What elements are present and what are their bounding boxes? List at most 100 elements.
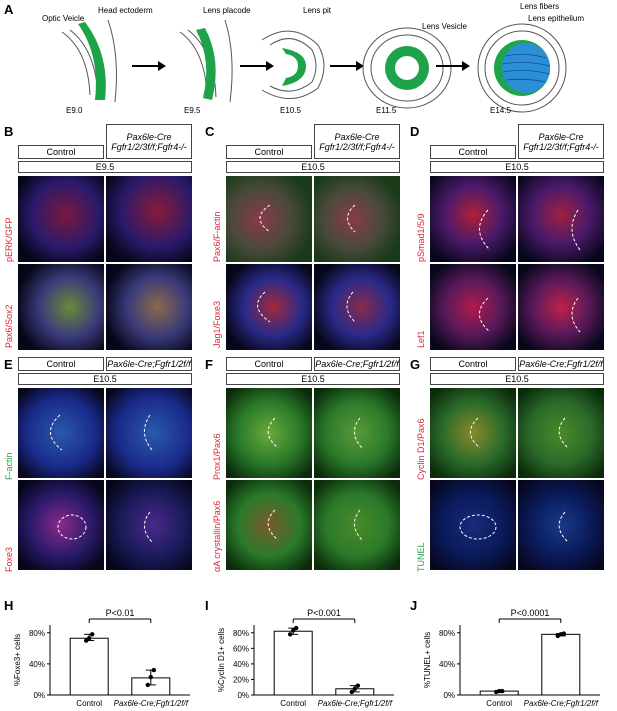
category-label: Control [76,699,102,708]
c-mutant-line2: Fgfr1/2/3f/f;Fgfr4-/- [319,141,395,152]
label-lens-placode: Lens placode [203,6,251,15]
label-lens-epithelium: Lens epithelium [528,14,585,23]
b-control-header: Control [18,145,104,159]
data-point [294,625,299,631]
f-micro-mutant-2 [314,480,400,570]
stage-e14-5: E14.5 [490,106,511,115]
bar [541,633,581,696]
category-label: Pax6le-Cre;Fgfr1/2f/f [114,699,189,708]
panel-label-a: A [4,2,14,17]
b-micro-control-2 [18,264,104,350]
data-point [291,628,296,633]
panel-label-d: D [410,124,420,139]
panel-label-i: I [205,598,209,613]
data-point [561,631,566,636]
b-micro-mutant-1 [106,176,192,262]
e-mutant-header: Pax6le-Cre;Fgfr1/2f/f [106,357,192,371]
g-stage-header: E10.5 [430,373,604,385]
g-micro-control-1 [430,388,516,478]
c-mutant-header: Pax6le-Cre Fgfr1/2/3f/f;Fgfr4-/- [314,124,400,159]
y-tick-label: 80% [233,629,249,638]
d-micro-mutant-1 [518,176,604,262]
d-micro-control-2 [430,264,516,350]
b-mutant-header: Pax6le-Cre Fgfr1/2/3f/f;Fgfr4-/- [106,124,192,159]
g-micro-control-2 [430,480,516,570]
e-micro-control-1 [18,388,104,478]
c-micro-control-1 [226,176,312,262]
label-lens-pit: Lens pit [303,6,332,15]
y-tick-label: 40% [439,660,455,669]
data-point [355,683,360,688]
y-tick-label: 60% [233,644,249,653]
data-point [87,636,92,641]
d-mutant-line2: Fgfr1/2/3f/f;Fgfr4-/- [523,141,599,152]
e-micro-mutant-2 [106,480,192,570]
d-stage-header: E10.5 [430,161,604,173]
g-micro-mutant-1 [518,388,604,478]
f-mutant-header: Pax6le-Cre;Fgfr1/2f/f [314,357,400,371]
y-tick-label: 0% [443,691,455,700]
panel-label-j: J [410,598,418,613]
f-stage-header: E10.5 [226,373,400,385]
category-label: Control [486,699,512,708]
d-mutant-header: Pax6le-Cre Fgfr1/2/3f/f;Fgfr4-/- [518,124,604,159]
data-point [145,682,150,688]
y-tick-label: 40% [29,660,45,669]
g-mutant-header: Pax6le-Cre;Fgfr1/2f/f [518,357,604,371]
data-point [148,674,153,680]
y-axis-label: %Cyclin D1+ cells [217,628,226,692]
c-control-header: Control [226,145,312,159]
y-axis-label: %TUNEL+ cells [423,632,432,688]
d-mutant-line1: Pax6le-Cre [538,131,584,142]
e-micro-control-2 [18,480,104,570]
p-value-label: P<0.01 [106,608,135,618]
lens-development-schematic [61,19,567,113]
data-point [352,686,357,691]
y-tick-label: 20% [233,675,249,684]
c-micro-control-2 [226,264,312,350]
y-tick-label: 80% [29,629,45,638]
bar [273,630,313,696]
p-value-label: P<0.001 [307,608,341,618]
e-stage-header: E10.5 [18,373,192,385]
data-point [349,689,354,695]
g-control-header: Control [430,357,516,371]
stage-e9-0: E9.0 [66,106,83,115]
stage-e10-5: E10.5 [280,106,301,115]
p-value-label: P<0.0001 [511,608,550,618]
g-micro-mutant-2 [518,480,604,570]
panel-label-b: B [4,124,14,139]
f-micro-mutant-1 [314,388,400,478]
category-label: Control [280,699,306,708]
y-axis-label: %Foxe3+ cells [13,634,22,686]
label-optic-vesicle: Optic Veicle [42,14,85,23]
b-mutant-line1: Pax6le-Cre [126,131,172,142]
panel-label-c: C [205,124,215,139]
c-mutant-line1: Pax6le-Cre [334,131,380,142]
label-lens-vesicle: Lens Vesicle [422,22,467,31]
data-point [90,632,95,637]
data-point [151,667,156,673]
b-micro-control-1 [18,176,104,262]
y-tick-label: 0% [33,691,45,700]
data-point [288,632,293,637]
panel-label-e: E [4,357,13,372]
b-micro-mutant-2 [106,264,192,350]
category-label: Pax6le-Cre;Fgfr1/2f/f [318,699,393,708]
b-stage-header: E9.5 [18,161,192,173]
f-micro-control-2 [226,480,312,570]
c-micro-mutant-1 [314,176,400,262]
bar [69,637,109,696]
f-micro-control-1 [226,388,312,478]
stage-e11-5: E11.5 [376,106,397,115]
e-micro-mutant-1 [106,388,192,478]
e-control-header: Control [18,357,104,371]
data-point [500,688,505,694]
d-micro-control-1 [430,176,516,262]
label-head-ectoderm: Head ectoderm [98,6,153,15]
panel-label-h: H [4,598,14,613]
stage-e9-5: E9.5 [184,106,201,115]
